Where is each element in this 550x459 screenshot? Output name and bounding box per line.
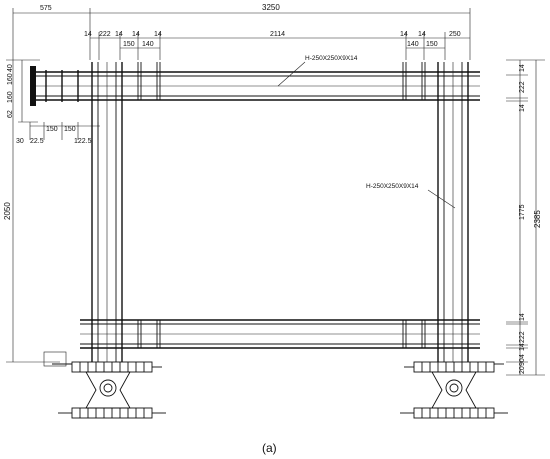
dim-below-flange-3: 150 bbox=[64, 126, 76, 133]
left-end-plate bbox=[30, 66, 79, 106]
right-column bbox=[437, 62, 469, 362]
dim-below-flange-4: 122.5 bbox=[74, 138, 92, 145]
dim-top-r2-1: 222 bbox=[99, 31, 111, 38]
dim-right-part-5: 222 bbox=[519, 331, 526, 343]
dim-top-r2-7: 14 bbox=[418, 31, 426, 38]
dim-top-r3-1: 140 bbox=[142, 41, 154, 48]
figure-caption: (a) bbox=[262, 441, 277, 455]
dim-right-part-6: 14 bbox=[519, 343, 526, 351]
dim-left-small-2: 40 bbox=[7, 64, 14, 72]
dim-below-flange-1: 22.5 bbox=[30, 138, 44, 145]
dim-right-part-1: 222 bbox=[519, 81, 526, 93]
dim-below-flange-0: 30 bbox=[16, 138, 24, 145]
dim-top-r2-8: 250 bbox=[449, 31, 461, 38]
stiffeners bbox=[137, 62, 426, 348]
dim-right-part-3: 1775 bbox=[519, 204, 526, 220]
top-beam bbox=[30, 71, 480, 101]
top-dimension-lines bbox=[12, 8, 471, 60]
dim-right-overall: 2385 bbox=[533, 210, 542, 228]
dim-right-part-4: 14 bbox=[519, 313, 526, 321]
dim-top-r2-2: 14 bbox=[115, 31, 123, 38]
right-support bbox=[400, 361, 508, 419]
dim-top-r2-4: 14 bbox=[154, 31, 162, 38]
dim-top-left-ext: 575 bbox=[40, 5, 52, 12]
left-support bbox=[43, 351, 166, 419]
dim-left-tag: 62 bbox=[7, 110, 14, 118]
leader-top bbox=[277, 61, 306, 87]
dim-top-overall: 3250 bbox=[262, 3, 280, 12]
dim-top-r2-5: 2114 bbox=[270, 31, 285, 38]
leader-right bbox=[427, 189, 456, 209]
label-section-right: H-250X250X9X14 bbox=[366, 183, 419, 190]
dim-left-small-1: 160 bbox=[7, 73, 14, 85]
dim-top-r3-0: 150 bbox=[123, 41, 135, 48]
dim-left-small-0: 160 bbox=[7, 91, 14, 103]
right-dimension-lines bbox=[506, 59, 545, 376]
dim-top-r2-0: 14 bbox=[84, 31, 92, 38]
left-dimension-lines bbox=[6, 59, 100, 363]
dim-below-flange-2: 150 bbox=[46, 126, 58, 133]
dim-right-part-8: 90 bbox=[519, 358, 526, 366]
bottom-beam bbox=[80, 319, 480, 349]
dim-top-r3-2: 140 bbox=[407, 41, 419, 48]
dim-top-r2-3: 14 bbox=[132, 31, 140, 38]
dim-right-part-9: 4 bbox=[519, 354, 526, 358]
dim-left-overall: 2050 bbox=[3, 202, 12, 220]
dim-top-r3-3: 150 bbox=[426, 41, 438, 48]
dim-right-part-2: 14 bbox=[519, 104, 526, 112]
left-column bbox=[91, 62, 123, 362]
dim-right-part-0: 14 bbox=[519, 64, 526, 72]
dim-top-r2-6: 14 bbox=[400, 31, 408, 38]
dim-right-part-7: 20 bbox=[519, 366, 526, 374]
label-section-top: H-250X250X9X14 bbox=[305, 55, 358, 62]
